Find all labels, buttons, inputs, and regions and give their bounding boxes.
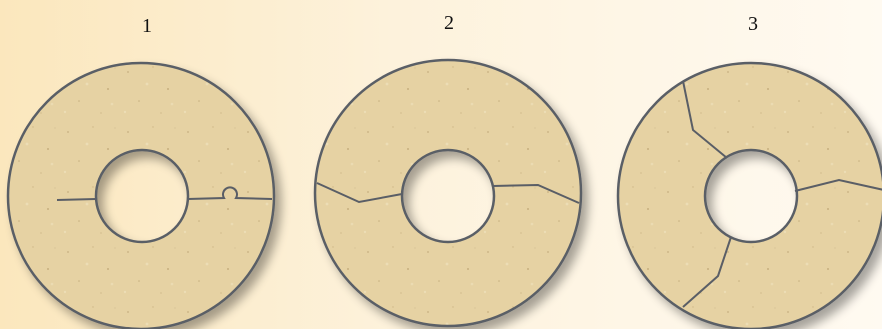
ring-2-body <box>315 60 581 326</box>
ring-3 <box>618 63 882 329</box>
ring-3-body <box>618 63 882 329</box>
ring-1-body <box>8 63 274 329</box>
ring-1 <box>8 63 274 329</box>
ring-2 <box>315 60 581 326</box>
